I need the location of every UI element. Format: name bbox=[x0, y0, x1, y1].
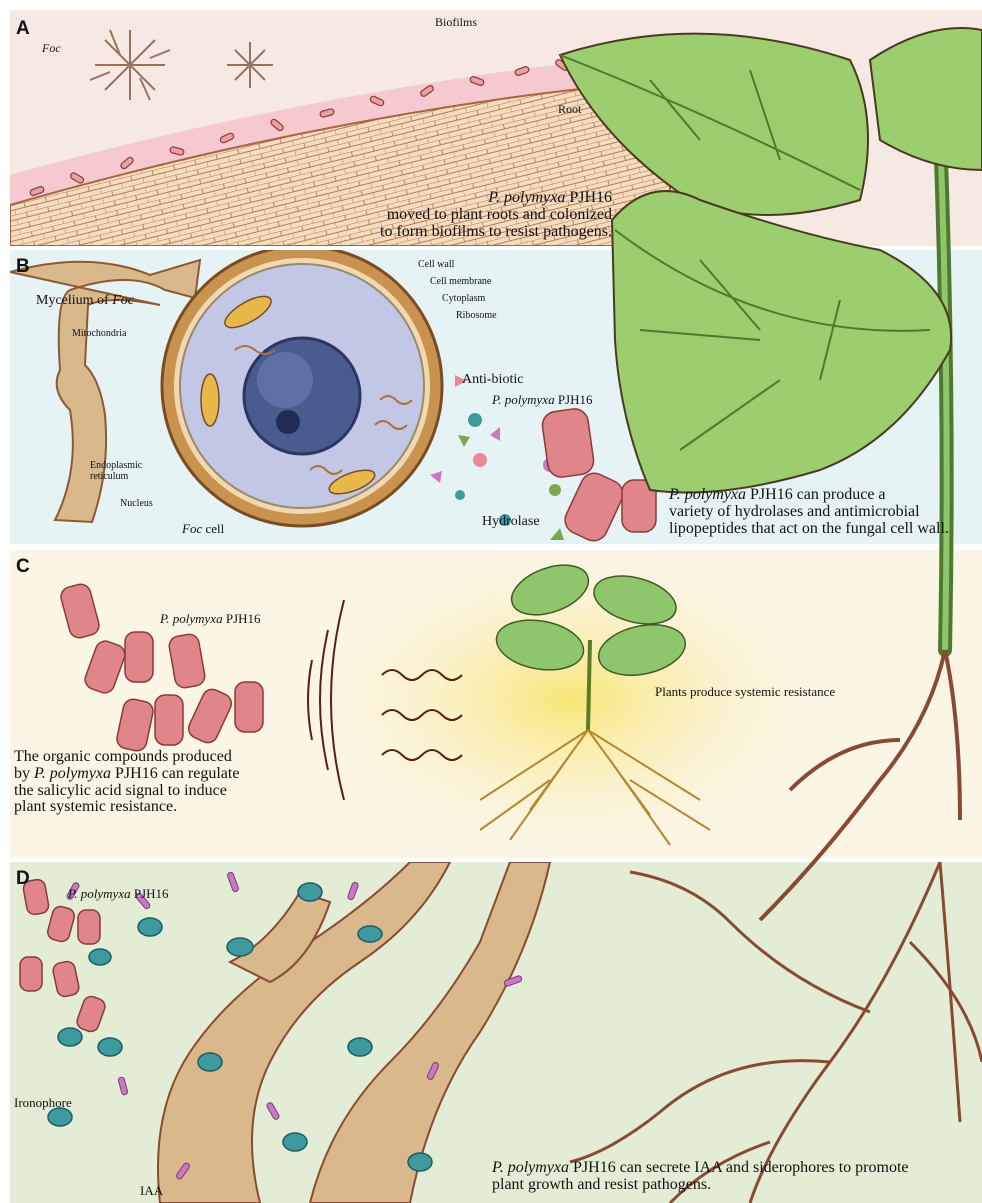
foc-cell-label-foc: Foc bbox=[182, 521, 202, 536]
cytoplasm-label: Cytoplasm bbox=[442, 294, 485, 304]
panel-d-caption: P. polymyxa PJH16 can secrete IAA and si… bbox=[492, 1160, 908, 1194]
panel-a-caption-line2: moved to plant roots and colonized bbox=[350, 207, 612, 224]
er-label-line1: Endoplasmic bbox=[90, 461, 142, 471]
panel-b-caption-line3: lipopeptides that act on the fungal cell… bbox=[669, 521, 949, 538]
pp-label-d-species: P. polymyxa bbox=[68, 886, 131, 901]
hyphae-d bbox=[158, 862, 550, 1203]
panel-d: D P. polymyxa PJH16 Ironophore IAA P. po… bbox=[10, 862, 982, 1203]
pp-label-c: P. polymyxa PJH16 bbox=[160, 612, 261, 625]
panel-c-caption-line4: plant systemic resistance. bbox=[14, 799, 239, 816]
foc-cell bbox=[162, 250, 442, 526]
panel-a-label: A bbox=[16, 18, 30, 40]
foc-label: Foc bbox=[42, 42, 61, 54]
antibiotic-label: Anti-biotic bbox=[462, 373, 523, 387]
panel-b-caption-species: P. polymyxa bbox=[669, 486, 746, 503]
panel-b-caption-rest: PJH16 can produce a bbox=[746, 486, 886, 503]
panel-a-caption-strain: PJH16 bbox=[565, 189, 612, 206]
pp-label-d: P. polymyxa PJH16 bbox=[68, 887, 169, 900]
mycelium-label: Mycelium of Foc bbox=[36, 294, 134, 308]
root-label: Root bbox=[558, 103, 581, 115]
hydrolase-label: Hydrolase bbox=[482, 515, 540, 529]
panel-d-illustration bbox=[10, 862, 982, 1203]
ironophore-label: Ironophore bbox=[14, 1096, 72, 1109]
biofilms-label: Biofilms bbox=[435, 16, 477, 28]
panel-d-caption-line2: plant growth and resist pathogens. bbox=[492, 1177, 908, 1194]
pp-label-c-species: P. polymyxa bbox=[160, 611, 223, 626]
pp-label-c-strain: PJH16 bbox=[223, 611, 261, 626]
panel-b-label: B bbox=[16, 256, 30, 278]
er-label-line2: reticulum bbox=[90, 472, 128, 482]
panel-b-caption-block: P. polymyxa PJH16 can produce a variety … bbox=[669, 487, 949, 537]
panel-d-label: D bbox=[16, 868, 30, 890]
mycelium-label-foc: Foc bbox=[112, 293, 134, 308]
iaa-label: IAA bbox=[140, 1184, 163, 1197]
pp-label-b: P. polymyxa PJH16 bbox=[492, 393, 593, 406]
foc-cell-label-rest: cell bbox=[202, 521, 224, 536]
pp-label-b-strain: PJH16 bbox=[555, 392, 593, 407]
foc-mycelium bbox=[90, 30, 273, 100]
panel-a-caption: P. polymyxa PJH16 moved to plant roots a… bbox=[350, 190, 612, 240]
panel-b-caption-line2: variety of hydrolases and antimicrobial bbox=[669, 504, 949, 521]
pp-bacteria-c bbox=[59, 582, 263, 753]
cell-membrane-label: Cell membrane bbox=[430, 277, 491, 287]
systemic-resistance-label: Plants produce systemic resistance bbox=[655, 685, 835, 698]
panel-c-caption-rest2: PJH16 can regulate bbox=[111, 765, 239, 782]
panel-c-caption: The organic compounds produced by P. pol… bbox=[14, 749, 239, 816]
panel-a-caption-species: P. polymyxa bbox=[488, 189, 565, 206]
panel-c-caption-species: P. polymyxa bbox=[34, 765, 111, 782]
plant-roots-d bbox=[570, 862, 982, 1203]
ribosome-label: Ribosome bbox=[456, 311, 497, 321]
panel-a: A Foc Biofilms Root P. polymyxa PJH16 mo… bbox=[10, 10, 982, 246]
cell-wall-label: Cell wall bbox=[418, 260, 454, 270]
panel-c-caption-line3: the salicylic acid signal to induce bbox=[14, 783, 239, 800]
nucleus-label: Nucleus bbox=[120, 499, 153, 509]
pp-label-b-species: P. polymyxa bbox=[492, 392, 555, 407]
mycelium-label-prefix: Mycelium of bbox=[36, 293, 112, 308]
panel-c-label: C bbox=[16, 556, 30, 578]
pp-label-d-strain: PJH16 bbox=[131, 886, 169, 901]
pp-bacteria-b bbox=[541, 407, 656, 544]
foc-cell-label: Foc cell bbox=[182, 522, 224, 535]
panel-c-caption-prefix2: by bbox=[14, 765, 34, 782]
panel-d-caption-species: P. polymyxa bbox=[492, 1159, 569, 1176]
panel-c: C P. polymyxa PJH16 Plants produce syste… bbox=[10, 550, 982, 858]
panel-a-caption-line3: to form biofilms to resist pathogens. bbox=[350, 224, 612, 241]
nucleolus bbox=[276, 410, 300, 434]
panel-d-caption-rest: PJH16 can secrete IAA and siderophores t… bbox=[569, 1159, 908, 1176]
mitochondria-label: Mitochondria bbox=[72, 329, 126, 339]
panel-c-caption-line1: The organic compounds produced bbox=[14, 749, 239, 766]
